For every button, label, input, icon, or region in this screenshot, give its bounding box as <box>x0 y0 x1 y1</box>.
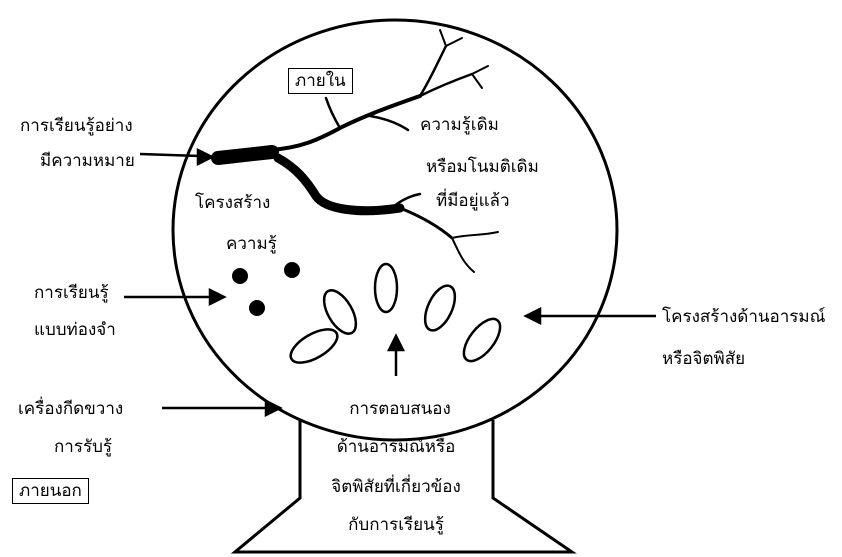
sphere <box>173 20 617 440</box>
knowledge-structure-line-1: โครงสร้าง <box>195 192 270 214</box>
inside-label: ภายใน <box>288 68 353 94</box>
prior-knowledge-label: ความรู้เดิม <box>420 114 499 136</box>
affective-response-line-2: ด้านอารมณ์หรือ <box>308 436 484 458</box>
meaningful-learning-line-1: การเรียนรู้อย่าง <box>20 115 133 137</box>
rote-knowledge-dot <box>232 268 248 284</box>
rote-knowledge-dot <box>284 262 300 278</box>
outside-label: ภายนอก <box>12 478 89 504</box>
perceptual-filter-line-1: เครื่องกีดขวาง <box>18 398 123 420</box>
perceptual-filter-line-2: การรับรู้ <box>54 436 112 458</box>
affective-response-line-1: การตอบสนอง <box>322 398 478 420</box>
rote-knowledge-dot <box>249 300 265 316</box>
affective-response-line-4: กับการเรียนรู้ <box>312 514 480 536</box>
rote-learning-line-1: การเรียนรู้ <box>34 282 109 304</box>
meaningful-learning-line-2: มีความหมาย <box>40 150 135 172</box>
rote-learning-line-2: แบบท่องจำ <box>34 319 116 341</box>
knowledge-structure-line-2: ความรู้ <box>226 233 277 255</box>
existing-concepts-line-1: หรือมโนมติเดิม <box>426 156 539 178</box>
existing-concepts-line-2: ที่มีอยู่แล้ว <box>436 190 510 212</box>
affective-response-line-3: จิตพิสัยที่เกี่ยวข้อง <box>296 476 496 498</box>
affective-structure-line-1: โครงสร้างด้านอารมณ์ <box>662 306 825 328</box>
affective-structure-line-2: หรือจิตพิสัย <box>662 348 745 370</box>
